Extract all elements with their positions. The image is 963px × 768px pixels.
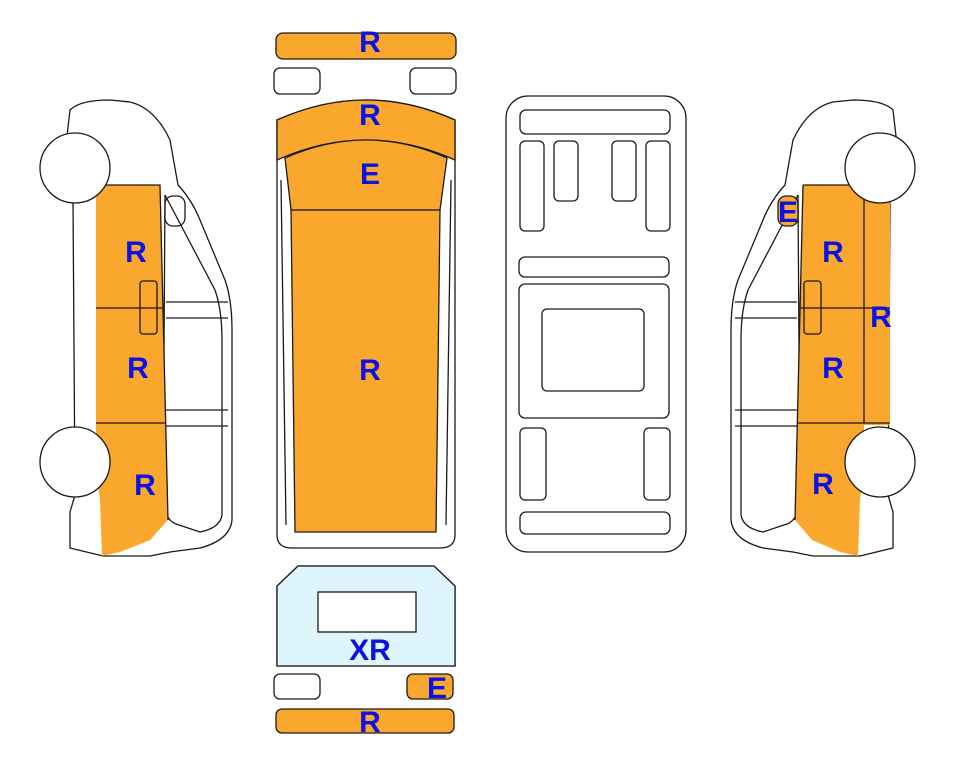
rear-bumper — [275, 708, 455, 734]
right-front-door-label: R — [822, 236, 844, 269]
top-view: R R E R — [273, 26, 457, 549]
underside-block-2 — [553, 140, 579, 202]
underside-center-panel — [541, 308, 645, 392]
underside-rear-block-left — [519, 427, 547, 501]
front-bumper — [275, 32, 457, 60]
left-middle-panel-label: R — [127, 352, 149, 385]
left-rear-wheel — [39, 426, 111, 498]
front-right-headlight — [409, 67, 457, 95]
right-rear-panel-label: R — [812, 468, 834, 501]
left-rear-panel — [96, 423, 168, 556]
left-front-door-panel — [96, 185, 163, 308]
right-front-door-panel — [800, 185, 864, 308]
underside-front-bar — [519, 109, 671, 135]
left-front-wheel — [39, 132, 111, 204]
left-side-view: R R R — [39, 99, 233, 557]
right-middle-panel-label: R — [822, 352, 844, 385]
rear-left-light — [273, 673, 321, 700]
underside-block-4 — [645, 140, 671, 232]
left-panel-seams — [96, 184, 169, 521]
underside-outline — [505, 95, 687, 553]
rear-bumper-label: R — [359, 706, 381, 739]
right-panel-seams — [794, 184, 890, 521]
right-door-handle — [803, 280, 822, 335]
right-rear-wheel — [844, 426, 916, 498]
underside-block-3 — [611, 140, 637, 202]
right-side-view: E R R R R — [730, 99, 916, 557]
rear-view: XR E R — [273, 565, 456, 739]
roof-label: R — [359, 354, 381, 387]
front-left-headlight — [273, 67, 321, 95]
right-middle-panel — [797, 308, 864, 423]
windshield-panel — [284, 139, 448, 211]
left-mirror — [164, 195, 186, 227]
right-mirror-label: E — [778, 196, 798, 229]
left-door-handle — [139, 280, 158, 335]
top-side-rails — [280, 179, 452, 526]
front-bumper-label: R — [359, 26, 381, 59]
hood-label: R — [359, 99, 381, 132]
left-rear-panel-label: R — [134, 469, 156, 502]
right-window-bars — [735, 301, 797, 427]
left-front-door-label: R — [125, 236, 147, 269]
roof-panel — [290, 209, 441, 533]
rear-plate-area — [317, 591, 417, 633]
right-front-wheel — [844, 132, 916, 204]
underside-block-1 — [519, 140, 545, 232]
underside-center-frame — [518, 283, 670, 419]
windshield-label: E — [360, 158, 380, 191]
underside-rear-bar — [519, 511, 671, 535]
rear-window-label: XR — [349, 634, 391, 667]
underside-rear-block-right — [643, 427, 671, 501]
right-sill-label: R — [870, 301, 892, 334]
right-mirror — [777, 195, 799, 227]
rear-right-light — [406, 673, 454, 700]
underside-mid-bar — [518, 256, 670, 278]
left-middle-panel — [96, 308, 166, 423]
right-sill-panel — [862, 185, 890, 425]
left-window-bars — [166, 301, 228, 427]
rear-light-label: E — [427, 672, 447, 705]
underside-view — [505, 95, 687, 553]
